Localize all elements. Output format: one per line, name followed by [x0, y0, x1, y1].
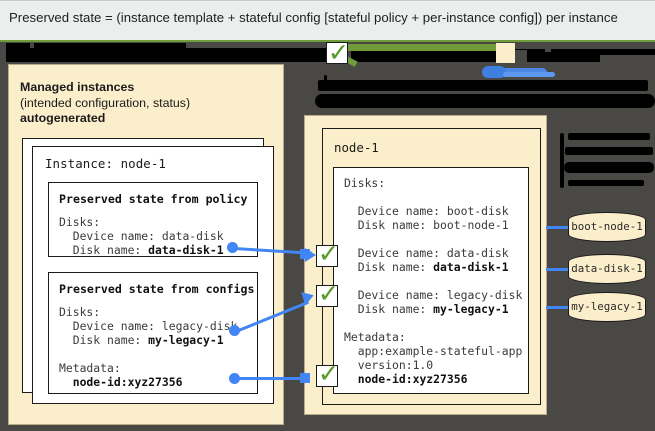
check-top-box [326, 42, 348, 64]
preserved-state-policy-card [48, 182, 258, 257]
disk-line-data [546, 268, 570, 271]
band-gap-b [186, 43, 326, 48]
check-metadata-box [316, 365, 338, 387]
node-heading: node-1 [334, 140, 379, 155]
check-legacy-disk-icon: ✓ [318, 279, 339, 308]
node-body-mid: Device name: legacy-disk Disk name: [357, 288, 523, 316]
node-details-box [333, 167, 529, 394]
green-divider-rule [0, 40, 655, 42]
disk-cylinder-legacy [568, 292, 646, 322]
redaction-side-2 [565, 147, 653, 155]
configs-disk-name: my-legacy-1 [148, 333, 224, 347]
redaction-side-1 [568, 133, 650, 140]
configs-metadata-value: node-id:xyz27356 [72, 375, 183, 389]
cream-chip-marker [496, 43, 515, 63]
band-gap-d [515, 50, 527, 62]
managed-instances-title: Managed instances (intended configuratio… [20, 80, 270, 127]
configs-body-text-a: Disks: Device name: legacy-disk Disk nam… [59, 305, 238, 347]
connector-dot-configs-disk [229, 325, 240, 336]
preserved-state-configs-card [48, 272, 258, 394]
connector-dot-metadata [229, 373, 240, 384]
check-legacy-disk-box [316, 285, 338, 307]
node-body-pre: Disks: Device name: boot-disk Disk name:… [344, 176, 509, 274]
caption-text: Preserved state = (instance template + s… [9, 10, 618, 25]
redaction-bar-2 [315, 94, 655, 108]
blue-redaction-blob-right [503, 72, 555, 77]
caption-bar: Preserved state = (instance template + s… [0, 0, 655, 41]
connector-line-metadata [236, 377, 304, 380]
panel-title-line2: (intended configuration, status) [20, 95, 191, 110]
redaction-side-3 [564, 162, 654, 173]
redaction-side-spine [560, 133, 564, 188]
blue-redaction-blob-left [482, 66, 506, 78]
configs-body-text-b: Metadata: [59, 361, 121, 375]
node-data-disk-name: data-disk-1 [433, 260, 509, 274]
disk-line-boot [546, 226, 570, 229]
disk-label-legacy: my-legacy-1 [571, 300, 643, 313]
panel-title-line1: Managed instances [20, 80, 135, 94]
node-details-body: Disks: Device name: boot-disk Disk name:… [344, 176, 522, 386]
panel-title-line3: autogenerated [20, 111, 106, 125]
policy-body-text: Disks: Device name: data-disk Disk name: [59, 215, 224, 257]
connector-dot-policy [227, 242, 238, 253]
disk-label-boot: boot-node-1 [571, 220, 643, 233]
check-metadata-icon: ✓ [318, 359, 339, 388]
check-top-icon: ✓ [328, 38, 349, 67]
node-metadata-value: node-id:xyz27356 [357, 372, 468, 386]
node-body-meta: Metadata: app:example-stateful-app versi… [344, 330, 523, 372]
band-gap-f [600, 55, 655, 62]
configs-card-title: Preserved state from configs [59, 282, 255, 296]
green-arrow-bar [330, 44, 502, 51]
policy-card-body: Disks: Device name: data-disk Disk name:… [59, 215, 224, 257]
disk-cylinder-boot [568, 212, 646, 242]
configs-card-body: Disks: Device name: legacy-disk Disk nam… [59, 305, 237, 389]
disk-line-legacy [546, 306, 570, 309]
connector-arrow-policy [305, 248, 316, 262]
connector-square-metadata [300, 373, 310, 383]
redaction-bar-1 [318, 80, 648, 91]
redaction-side-4 [568, 180, 644, 186]
check-data-disk-icon: ✓ [318, 239, 339, 268]
band-gap-a [30, 43, 34, 48]
node-legacy-disk-name: my-legacy-1 [433, 302, 509, 316]
band-gap-left [0, 43, 6, 62]
policy-card-title: Preserved state from policy [59, 192, 248, 206]
check-data-disk-box [316, 245, 338, 267]
disk-cylinder-data [568, 254, 646, 284]
instance-heading: Instance: node-1 [45, 156, 166, 171]
band-gap-e [545, 44, 551, 52]
redaction-tick [324, 75, 327, 83]
policy-disk-name: data-disk-1 [148, 243, 224, 257]
disk-label-data: data-disk-1 [571, 262, 643, 275]
